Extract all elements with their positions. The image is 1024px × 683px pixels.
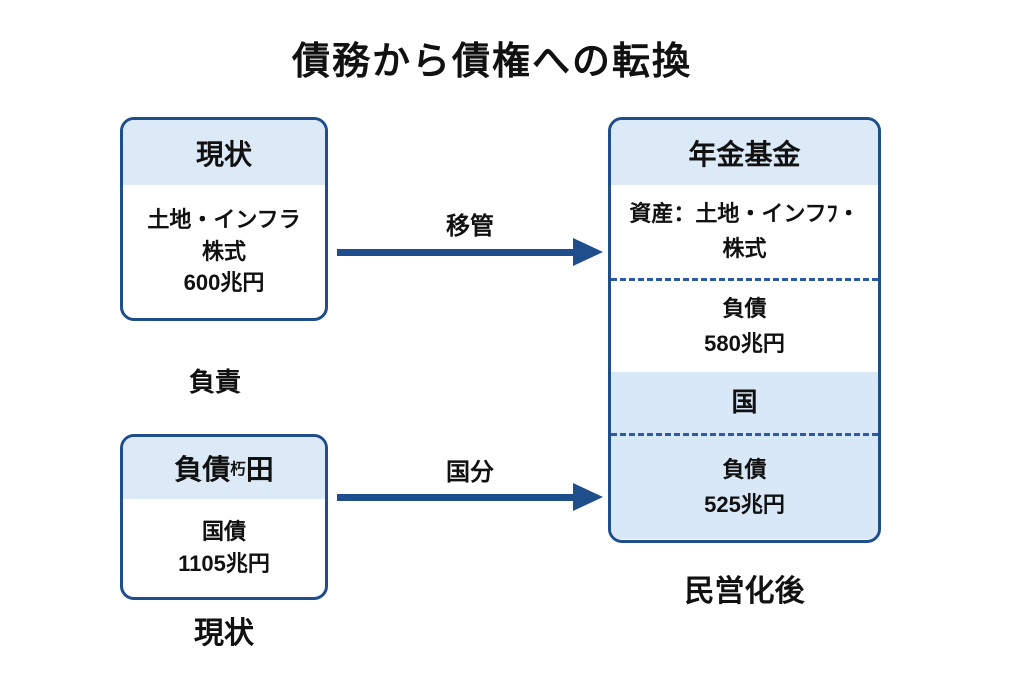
current-state-liability-box: 負債朽田 国債 1105兆円 <box>120 434 328 600</box>
diagram-title: 債務から債権への転換 <box>291 41 692 83</box>
pension-fund-header: 年金基金 <box>611 120 878 185</box>
pension-liability-value: 580兆円 <box>704 330 785 356</box>
top-right-arrow-icon <box>337 238 603 266</box>
pension-assets-section: 資産：土地・インフﾌ・ 株式 <box>611 185 878 278</box>
current-state-liability-body: 国債 1105兆円 <box>123 499 325 597</box>
pension-assets-line2: 株式 <box>722 235 767 261</box>
assets-line-land-infra: 土地・インフラ <box>147 206 301 232</box>
bottom-arrow-shaft <box>337 493 573 501</box>
liability-header-tail: 田 <box>245 454 274 485</box>
current-state-assets-box: 現状 土地・インフラ 株式 600兆円 <box>120 117 328 321</box>
liability-line-bonds: 国債 <box>201 519 246 545</box>
middle-liability-label: 負責 <box>188 367 241 397</box>
country-section: 国 <box>611 372 878 433</box>
assets-line-stocks: 株式 <box>201 238 246 264</box>
top-arrow-shaft <box>337 248 573 256</box>
right-caption: 民営化後 <box>684 575 805 608</box>
liability-line-amount: 1105兆円 <box>178 551 270 576</box>
pension-assets-line1: 資産：土地・インフﾌ・ <box>629 201 860 227</box>
assets-line-amount: 600兆円 <box>183 270 265 296</box>
country-liability-value: 525兆円 <box>704 491 785 517</box>
pension-fund-box: 年金基金 資産：土地・インフﾌ・ 株式 負債 580兆円 国 負債 525兆円 <box>608 117 881 543</box>
country-liability-section: 負債 525兆円 <box>611 433 878 539</box>
current-state-assets-body: 土地・インフラ 株式 600兆円 <box>123 185 325 318</box>
current-state-assets-header: 現状 <box>123 120 325 185</box>
pension-liability-label: 負債 <box>722 296 767 322</box>
bottom-arrow-head <box>573 483 603 511</box>
top-arrow-label: 移管 <box>446 213 494 240</box>
country-label: 国 <box>731 387 758 418</box>
liability-header-sup-glyph: 朽 <box>230 461 246 478</box>
top-arrow-head <box>573 238 603 266</box>
bottom-right-arrow-icon <box>337 483 603 511</box>
liability-header-main: 負債 <box>174 454 231 485</box>
bottom-arrow-label: 国分 <box>446 459 494 486</box>
country-liability-label: 負債 <box>722 457 767 483</box>
current-state-liability-header: 負債朽田 <box>123 437 325 499</box>
pension-liability-section: 負債 580兆円 <box>611 278 878 372</box>
left-bottom-caption: 現状 <box>194 617 254 650</box>
